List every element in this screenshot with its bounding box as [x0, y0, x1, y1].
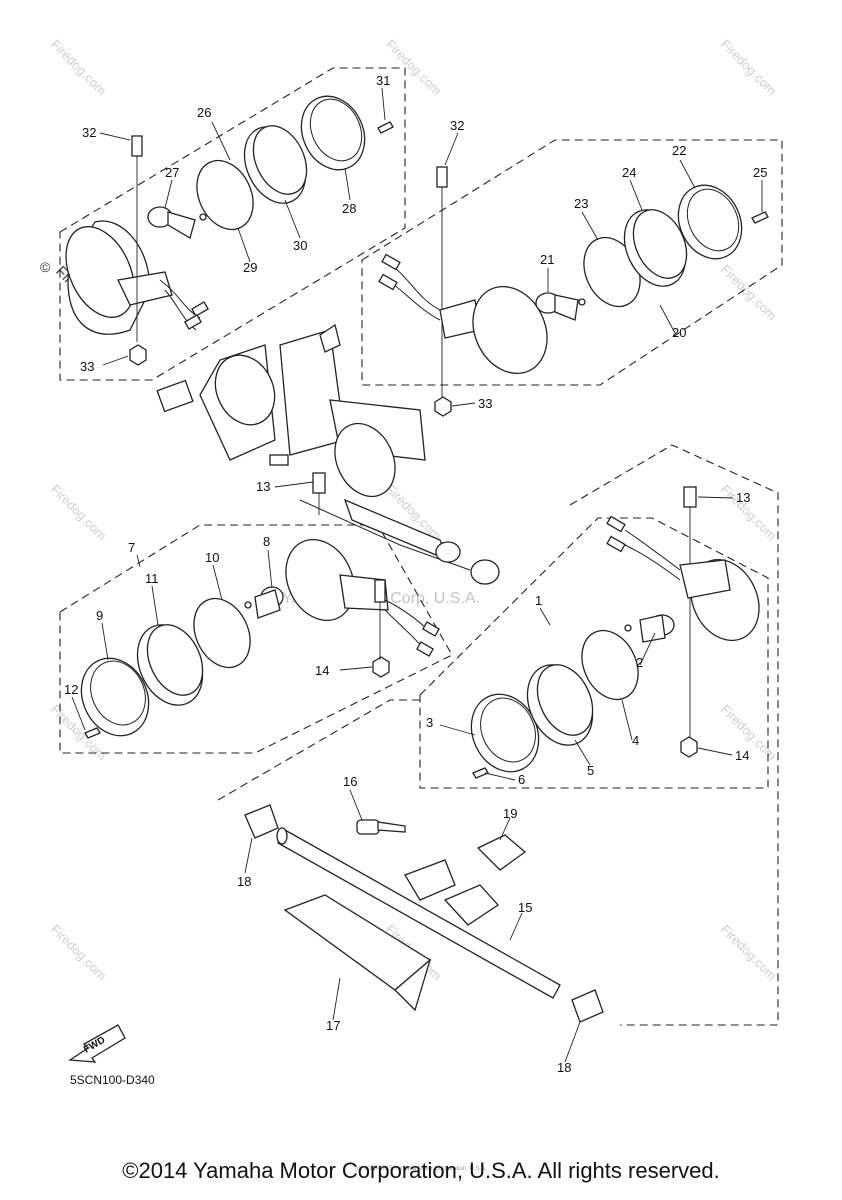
clamp-19: [476, 834, 527, 871]
callout-32: 32: [82, 125, 96, 140]
bolt-16: [356, 819, 380, 835]
watermark: Firedog.com: [48, 37, 110, 99]
side-watermark-symbol: ©: [40, 259, 51, 275]
copyright-footer: ©2014 Yamaha Motor Corporation, U.S.A. A…: [122, 1158, 720, 1183]
callout-25: 25: [753, 165, 767, 180]
callout-11: 11: [145, 571, 159, 586]
callout-18: 18: [557, 1060, 571, 1075]
bolt-13-left: [312, 472, 326, 494]
leader-lines: [71, 87, 763, 1063]
crossbar-assembly: [244, 804, 604, 1023]
callouts: 26 32 27 31 28 30 29 33 32 22 24 25 23 2…: [64, 73, 767, 1075]
callout-3: 3: [426, 715, 433, 730]
mounting-bracket-assembly: [156, 323, 500, 585]
watermark: Firedog.com: [718, 922, 780, 984]
callout-19: 19: [503, 806, 517, 821]
callout-31: 31: [376, 73, 390, 88]
callout-6: 6: [518, 772, 525, 787]
nut-14-right: [680, 736, 698, 758]
callout-27: 27: [165, 165, 179, 180]
callout-16: 16: [343, 774, 357, 789]
group-20-outline: [361, 139, 783, 386]
lens-28: [300, 95, 366, 171]
callout-32: 32: [450, 118, 464, 133]
callout-7: 7: [128, 540, 135, 555]
callout-9: 9: [96, 608, 103, 623]
callout-29: 29: [243, 260, 257, 275]
bracket-outline: [569, 444, 779, 1026]
turn-signal-front-right: [378, 166, 769, 417]
nut-33-left: [129, 344, 147, 366]
callout-5: 5: [587, 763, 594, 778]
callout-26: 26: [197, 105, 211, 120]
collar-18-right: [571, 989, 604, 1023]
callout-2: 2: [636, 655, 643, 670]
callout-28: 28: [342, 201, 356, 216]
watermark: Firedog.com: [48, 482, 110, 544]
watermark-layer: Firedog.com Firedog.com Firedog.com Fire…: [40, 37, 780, 984]
gasket-10: [193, 597, 251, 669]
callout-33: 33: [80, 359, 94, 374]
turn-signal-front-left: [65, 95, 394, 366]
callout-13: 13: [736, 490, 750, 505]
callout-20: 20: [672, 325, 686, 340]
gasket-4: [581, 629, 639, 701]
nut-14-left: [372, 656, 390, 678]
callout-8: 8: [263, 534, 270, 549]
watermark: Firedog.com: [383, 37, 445, 99]
callout-1: 1: [535, 593, 542, 608]
bar-outline: [217, 699, 420, 801]
callout-15: 15: [518, 900, 532, 915]
group-26-outline: [59, 67, 406, 381]
bolt-13-right: [683, 486, 697, 508]
watermark: Firedog.com: [718, 37, 780, 99]
gasket-29: [196, 159, 254, 231]
callout-12: 12: [64, 682, 78, 697]
callout-33: 33: [478, 396, 492, 411]
turn-signal-rear-right: [470, 515, 760, 779]
callout-14: 14: [315, 663, 329, 678]
turn-signal-rear-left: [80, 538, 440, 739]
callout-17: 17: [326, 1018, 340, 1033]
collar-18-left: [244, 804, 279, 839]
fineprint: (c) 2005-2015 Yamaha Motor Corporation, …: [355, 1166, 487, 1172]
callout-4: 4: [632, 733, 639, 748]
fwd-arrow: FWD: [68, 1024, 126, 1063]
callout-24: 24: [622, 165, 636, 180]
callout-18: 18: [237, 874, 251, 889]
nut-33-right: [434, 396, 452, 417]
callout-23: 23: [574, 196, 588, 211]
callout-14: 14: [735, 748, 749, 763]
callout-30: 30: [293, 238, 307, 253]
lens-9: [80, 657, 150, 737]
callout-21: 21: [540, 252, 554, 267]
callout-22: 22: [672, 143, 686, 158]
group-1-outline: [419, 517, 769, 789]
diagram-code: 5SCN100-D340: [70, 1073, 155, 1087]
lens-22: [677, 184, 743, 260]
callout-13: 13: [256, 479, 270, 494]
callout-10: 10: [205, 550, 219, 565]
watermark: Firedog.com: [48, 922, 110, 984]
watermark: Firedog.com: [718, 262, 780, 324]
